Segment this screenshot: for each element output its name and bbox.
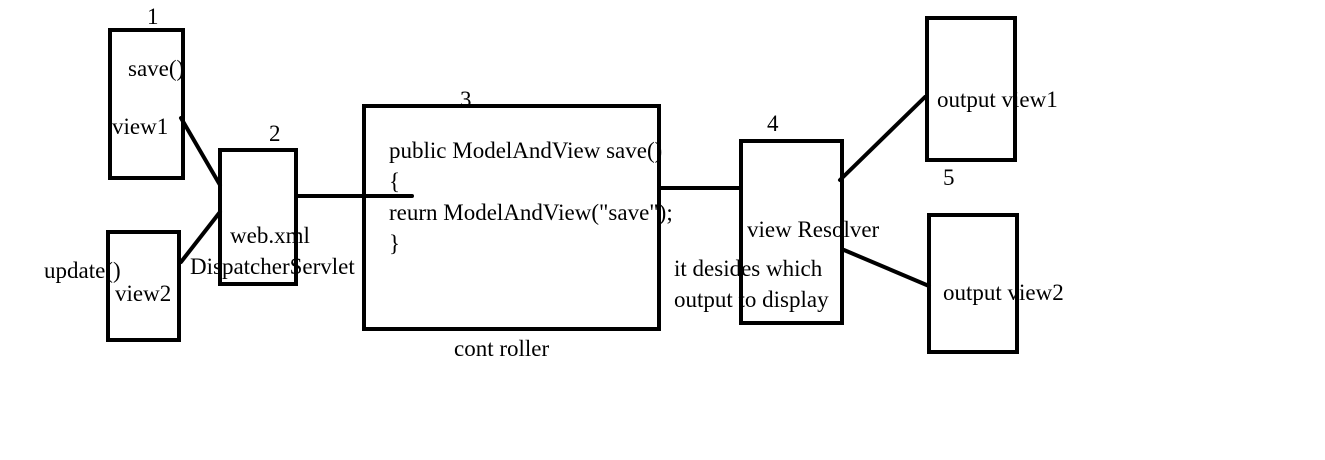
view-resolver-note-line-1: it desides which [674,256,823,281]
view1-box [108,28,185,180]
dispatcher-config-label: web.xml [230,223,310,248]
view-resolver-box [739,139,844,325]
link-resolver-to-output2 [842,248,931,288]
view1-method-label: save() [128,56,185,81]
output-view2-box [927,213,1019,354]
step-number-1: 1 [147,4,159,29]
controller-code-line-2: { [389,169,401,194]
step-number-3: 3 [460,87,472,112]
view2-box [106,230,181,342]
dispatcher-servlet-label: DispatcherServlet [190,254,355,279]
controller-box [362,104,661,331]
view-resolver-label: view Resolver [747,217,880,242]
view2-label: view2 [115,281,172,306]
step-number-4: 4 [767,111,779,136]
controller-code-line-3: reurn ModelAndView("save"); [389,200,673,225]
link-view1-to-dispatcher [179,116,222,187]
dispatcher-box [218,148,298,286]
view2-method-label: update() [44,258,121,283]
view-resolver-note-line-2: output to display [674,287,829,312]
output-view2-label: output view2 [943,280,1064,305]
controller-code-line-1: public ModelAndView save() [389,138,663,163]
output-view1-box [925,16,1017,162]
controller-caption: cont roller [454,336,550,361]
view1-label: view1 [112,114,169,139]
link-resolver-to-output1 [838,95,927,182]
output-view1-label: output view1 [937,87,1058,112]
step-number-5: 5 [943,165,955,190]
step-number-2: 2 [269,121,281,146]
controller-code-line-4: } [389,231,401,256]
